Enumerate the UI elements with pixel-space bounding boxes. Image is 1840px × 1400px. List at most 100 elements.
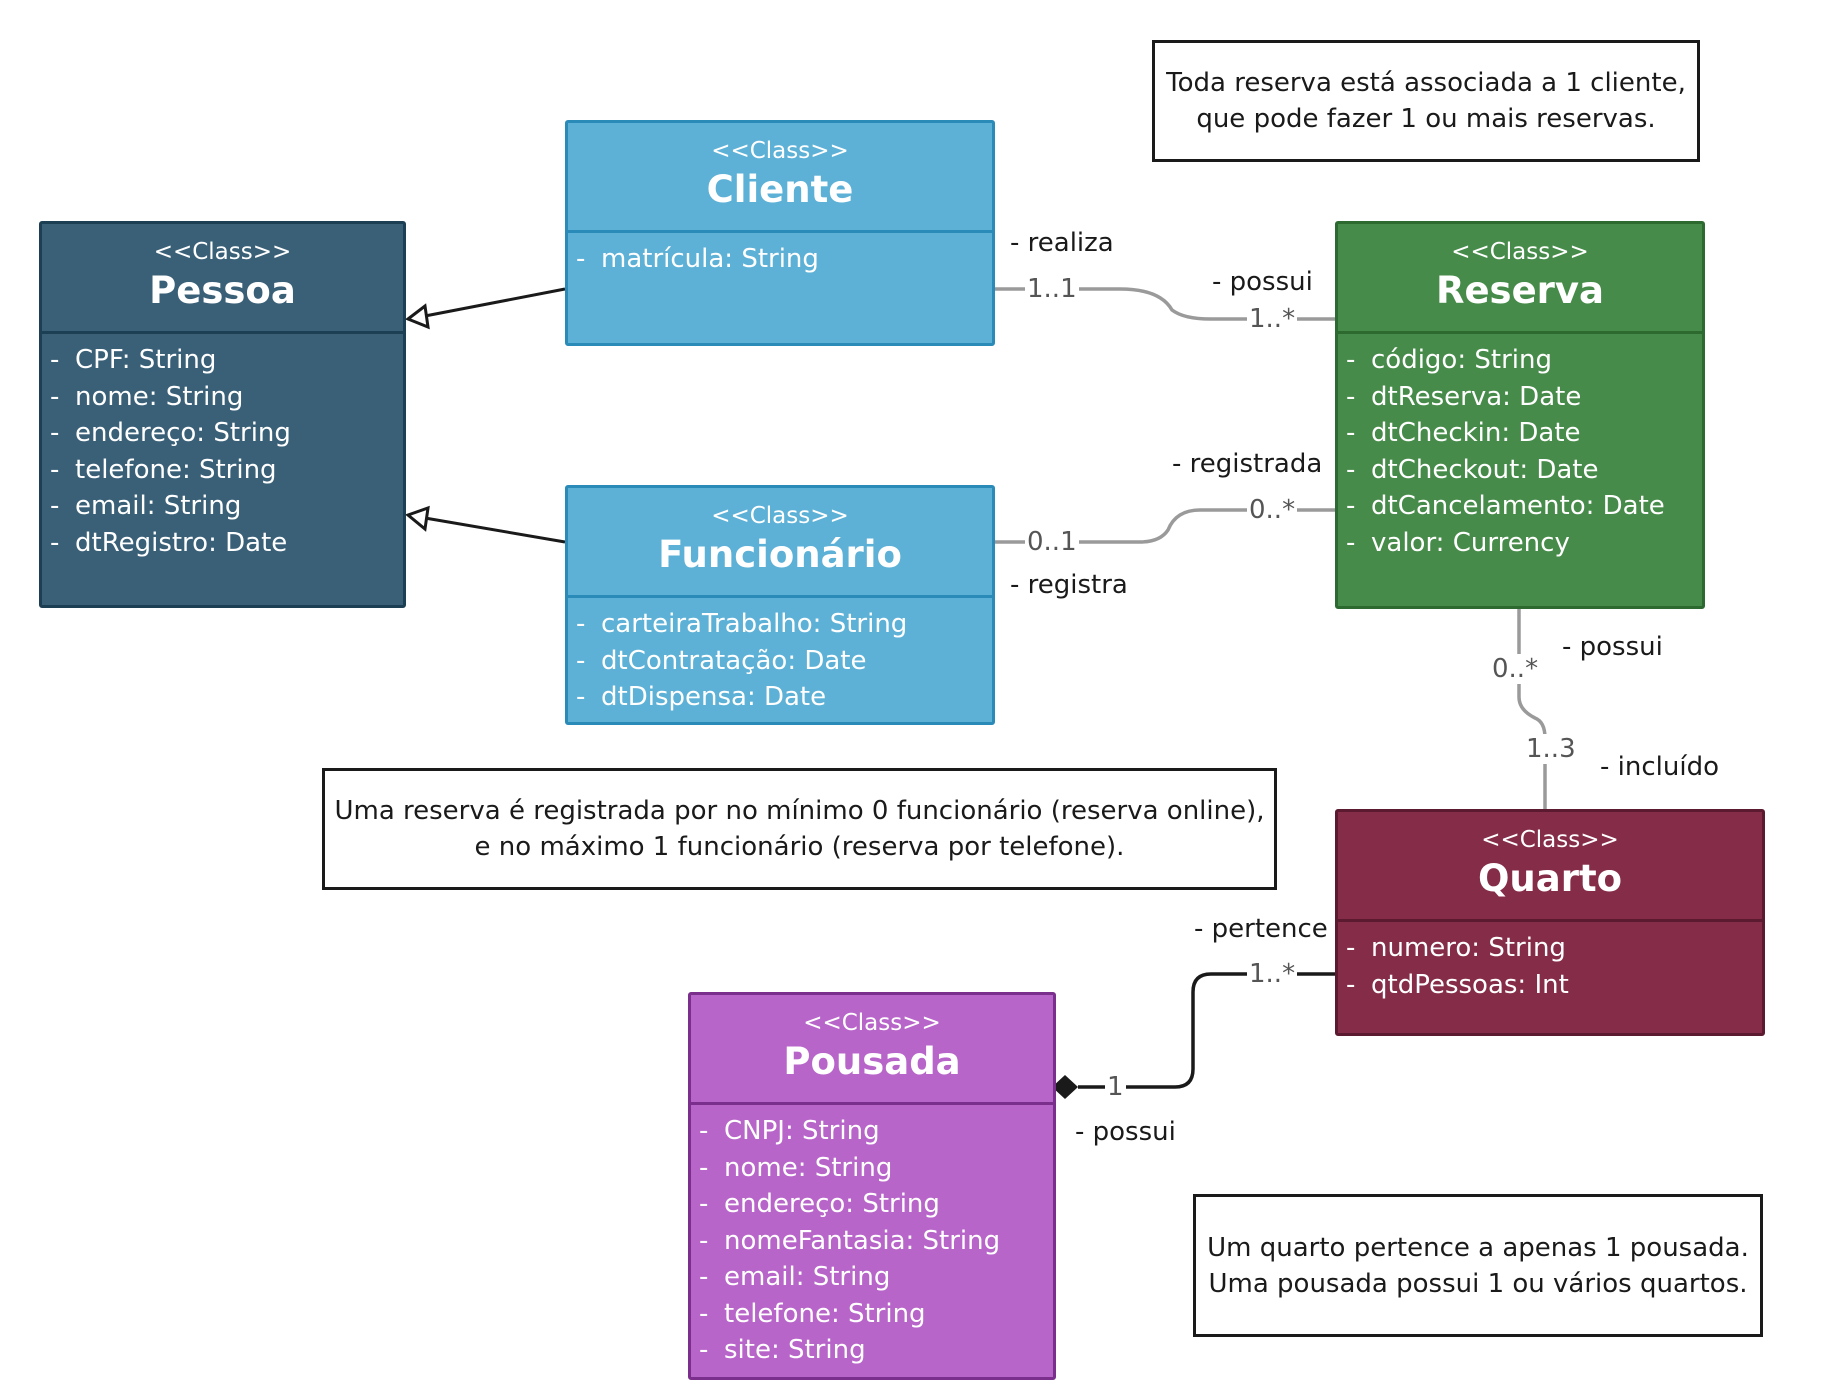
class-pousada-stereotype: <<Class>>: [803, 1010, 941, 1036]
class-quarto-name: Quarto: [1477, 857, 1623, 900]
class-quarto-stereotype: <<Class>>: [1481, 827, 1619, 853]
attribute-visibility: -: [1346, 454, 1356, 485]
attribute-row: -código: String: [1346, 342, 1702, 379]
attribute-text: CNPJ: String: [724, 1116, 880, 1146]
class-quarto[interactable]: <<Class>> Quarto -numero: String -qtdPes…: [1335, 809, 1765, 1036]
class-funcionario[interactable]: <<Class>> Funcionário -carteiraTrabalho:…: [565, 485, 995, 725]
class-funcionario-header: <<Class>> Funcionário: [568, 488, 992, 598]
note-line: Uma pousada possui 1 ou vários quartos.: [1208, 1268, 1748, 1299]
attribute-row: -dtRegistro: Date: [50, 525, 403, 562]
attribute-text: dtDispensa: Date: [601, 682, 827, 712]
attribute-text: dtCancelamento: Date: [1371, 491, 1665, 521]
role-label-incluido: - incluído: [1600, 752, 1719, 782]
class-pessoa-header: <<Class>> Pessoa: [42, 224, 403, 334]
role-label-possui-quarto: - possui: [1562, 632, 1663, 662]
attribute-visibility: -: [1346, 969, 1356, 1000]
attribute-row: -telefone: String: [50, 452, 403, 489]
generalization-funcionario-pessoa: [404, 505, 566, 544]
attribute-row: -dtDispensa: Date: [576, 679, 992, 716]
attribute-text: endereço: String: [724, 1189, 940, 1219]
attribute-visibility: -: [576, 609, 586, 639]
class-reserva[interactable]: <<Class>> Reserva -código: String -dtRes…: [1335, 221, 1705, 609]
attribute-row: -dtCheckout: Date: [1346, 452, 1702, 489]
attribute-visibility: -: [1346, 418, 1356, 448]
attribute-visibility: -: [50, 345, 60, 375]
role-label-realiza: - realiza: [1010, 228, 1114, 258]
attribute-text: CPF: String: [75, 345, 217, 375]
class-cliente-attributes: -matrícula: String: [568, 233, 992, 278]
attribute-row: -nomeFantasia: String: [699, 1223, 1053, 1260]
attribute-text: dtCheckin: Date: [1371, 418, 1581, 448]
multiplicity-pousada: 1: [1105, 1072, 1126, 1102]
attribute-visibility: -: [50, 491, 60, 521]
attribute-text: nome: String: [724, 1152, 893, 1183]
attribute-text: email: String: [75, 491, 242, 521]
class-quarto-attributes: -numero: String -qtdPessoas: Int: [1338, 922, 1762, 1003]
attribute-visibility: -: [699, 1298, 709, 1329]
attribute-visibility: -: [1346, 345, 1356, 375]
attribute-row: -matrícula: String: [576, 241, 992, 278]
multiplicity-reserva-funcionario: 0..*: [1247, 495, 1298, 525]
attribute-visibility: -: [50, 381, 60, 412]
attribute-text: carteiraTrabalho: String: [601, 609, 908, 639]
class-pousada-name: Pousada: [783, 1040, 961, 1083]
attribute-text: matrícula: String: [601, 244, 819, 274]
attribute-visibility: -: [699, 1225, 709, 1256]
attribute-text: site: String: [724, 1335, 866, 1365]
class-reserva-header: <<Class>> Reserva: [1338, 224, 1702, 334]
class-funcionario-name: Funcionário: [658, 533, 902, 576]
attribute-row: -valor: Currency: [1346, 525, 1702, 562]
attribute-visibility: -: [1346, 381, 1356, 412]
note-line: Toda reserva está associada a 1 cliente,: [1166, 68, 1686, 98]
attribute-visibility: -: [50, 527, 60, 558]
attribute-text: email: String: [724, 1262, 891, 1292]
attribute-visibility: -: [576, 645, 586, 676]
attribute-visibility: -: [576, 244, 586, 274]
class-pessoa-attributes: -CPF: String -nome: String -endereço: St…: [42, 334, 403, 561]
attribute-text: dtContratação: Date: [601, 645, 867, 676]
note-reserva-funcionario: Uma reserva é registrada por no mínimo 0…: [322, 768, 1277, 890]
attribute-text: telefone: String: [724, 1298, 926, 1329]
class-cliente-header: <<Class>> Cliente: [568, 123, 992, 233]
class-reserva-attributes: -código: String -dtReserva: Date -dtChec…: [1338, 334, 1702, 561]
attribute-visibility: -: [50, 418, 60, 448]
class-pousada[interactable]: <<Class>> Pousada -CNPJ: String -nome: S…: [688, 992, 1056, 1380]
attribute-text: telefone: String: [75, 454, 277, 485]
attribute-row: -dtReserva: Date: [1346, 379, 1702, 416]
attribute-text: código: String: [1371, 345, 1552, 375]
class-reserva-stereotype: <<Class>>: [1451, 239, 1589, 265]
attribute-row: -telefone: String: [699, 1296, 1053, 1333]
class-reserva-name: Reserva: [1435, 269, 1605, 312]
class-cliente-name: Cliente: [706, 168, 854, 211]
note-line: e no máximo 1 funcionário (reserva por t…: [474, 832, 1125, 862]
role-label-possui-pousada: - possui: [1075, 1117, 1176, 1147]
attribute-row: -CPF: String: [50, 342, 403, 379]
attribute-text: nomeFantasia: String: [724, 1225, 1001, 1256]
note-line: Uma reserva é registrada por no mínimo 0…: [334, 796, 1265, 826]
role-label-possui-reserva: - possui: [1212, 267, 1313, 297]
class-cliente-stereotype: <<Class>>: [711, 138, 849, 164]
composition-pousada-quarto: [1052, 972, 1335, 1099]
note-line: que pode fazer 1 ou mais reservas.: [1196, 104, 1656, 134]
class-quarto-header: <<Class>> Quarto: [1338, 812, 1762, 922]
attribute-text: numero: String: [1371, 933, 1566, 963]
attribute-row: -dtContratação: Date: [576, 643, 992, 680]
attribute-row: -endereço: String: [699, 1186, 1053, 1223]
attribute-text: dtCheckout: Date: [1371, 454, 1599, 485]
association-reserva-quarto: [1517, 607, 1547, 809]
multiplicity-funcionario: 0..1: [1025, 527, 1079, 557]
attribute-visibility: -: [699, 1152, 709, 1183]
class-pousada-header: <<Class>> Pousada: [691, 995, 1053, 1105]
attribute-visibility: -: [1346, 933, 1356, 963]
multiplicity-reserva-quarto: 0..*: [1490, 654, 1541, 684]
attribute-text: endereço: String: [75, 418, 291, 448]
generalization-cliente-pessoa: [404, 287, 566, 330]
attribute-row: -email: String: [50, 488, 403, 525]
association-cliente-reserva: [995, 287, 1335, 321]
note-reserva-cliente: Toda reserva está associada a 1 cliente,…: [1152, 40, 1700, 162]
class-pessoa[interactable]: <<Class>> Pessoa -CPF: String -nome: Str…: [39, 221, 406, 608]
attribute-row: -CNPJ: String: [699, 1113, 1053, 1150]
attribute-visibility: -: [699, 1189, 709, 1219]
class-cliente[interactable]: <<Class>> Cliente -matrícula: String: [565, 120, 995, 346]
